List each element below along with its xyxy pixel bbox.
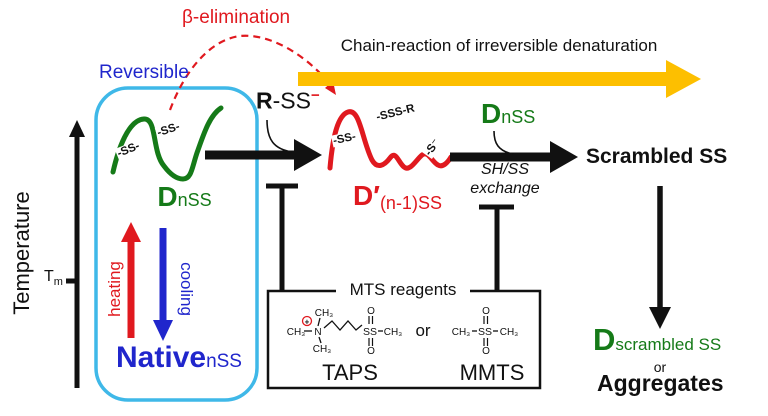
rss-connector-hook	[266, 119, 293, 153]
dprime-label: D′(n-1)SS	[353, 181, 442, 213]
heating-arrowhead-icon	[121, 222, 141, 242]
rss-species-label: R-SS−	[256, 88, 320, 113]
rss-minus: −	[310, 87, 320, 104]
taps-oxygen-bottom: O	[367, 346, 375, 357]
beta-elimination-dashed-arc	[168, 34, 332, 111]
mts-or-label: or	[415, 321, 431, 340]
dnss-sub: nSS	[177, 190, 212, 210]
taps-propyl-chain	[323, 320, 363, 331]
tm-sub: m	[53, 276, 63, 289]
mts-reagents-title: MTS reagents	[336, 281, 470, 299]
dnss2-d: D	[481, 98, 502, 129]
taps-nitrogen: N	[314, 327, 321, 338]
mmts-label: MMTS	[459, 360, 525, 385]
dnss-label: DnSS	[132, 182, 237, 211]
dnss2-sub: nSS	[501, 107, 536, 127]
dnss-connector-hook	[493, 130, 514, 155]
mts-reagents-box-outline	[266, 289, 542, 390]
outcome-arrowhead-icon	[649, 307, 671, 329]
taps-ch3-bottom: CH₃	[313, 344, 332, 355]
taps-bond	[317, 317, 321, 327]
scrambled-ss-label: Scrambled SS	[586, 145, 728, 168]
taps-bond	[318, 336, 322, 344]
rss-r: R	[256, 87, 273, 114]
reaction-arrow-2-head-icon	[550, 141, 578, 173]
chain-reaction-label: Chain-reaction of irreversible denaturat…	[340, 36, 658, 55]
taps-plus-charge: +	[305, 318, 310, 327]
rss-ss: -SS	[272, 87, 311, 114]
mmts-ss-group: SS	[478, 326, 492, 338]
heating-label: heating	[105, 261, 124, 317]
mmts-ch3-left: CH₃	[452, 327, 471, 338]
d-scrambled-label: Dscrambled SS	[593, 322, 722, 357]
tm-main: T	[44, 268, 54, 285]
mmts-oxygen-top: O	[482, 306, 490, 317]
taps-ch3-left: CH₃	[287, 327, 306, 338]
exchange-label: exchange	[470, 180, 540, 197]
taps-ch3-right: CH₃	[384, 327, 403, 338]
dnss2-label: DnSS	[481, 99, 535, 128]
cooling-arrowhead-icon	[153, 320, 173, 341]
chain-reaction-arrowhead-icon	[666, 60, 701, 98]
beta-elimination-label: β-elimination	[182, 7, 291, 28]
native-sub: nSS	[206, 351, 242, 372]
temperature-axis-arrowhead-icon	[69, 120, 85, 137]
dprime-sub: (n-1)SS	[379, 193, 442, 213]
native-main: Native	[116, 341, 207, 374]
aggregates-label: Aggregates	[597, 370, 724, 396]
cooling-label: cooling	[177, 262, 196, 316]
dnss-d: D	[157, 181, 178, 212]
mmts-oxygen-bottom: O	[482, 346, 490, 357]
native-label: NativenSS	[100, 342, 258, 374]
red-protein-squiggle	[327, 109, 454, 171]
mmts-ch3-right: CH₃	[500, 327, 519, 338]
sss-r: R	[404, 102, 416, 117]
dprime-d: D′	[353, 180, 380, 211]
taps-plus-charge-circle-icon	[301, 315, 313, 327]
outcome-or-label: or	[653, 359, 667, 375]
d-scrambled-sub: scrambled SS	[615, 335, 722, 354]
green-protein-squiggle	[110, 105, 224, 182]
temperature-axis-label: Temperature	[9, 191, 34, 315]
tm-label: Tm	[44, 268, 63, 289]
reversible-box-outline	[94, 86, 259, 402]
shss-label: SH/SS	[480, 161, 529, 178]
taps-label: TAPS	[322, 360, 378, 385]
taps-ss-group: SS	[363, 326, 377, 338]
reversible-label: Reversible	[99, 62, 189, 83]
taps-ch3-top: CH₃	[315, 308, 334, 319]
reaction-arrow-1-head-icon	[294, 139, 322, 171]
taps-oxygen-top: O	[367, 306, 375, 317]
d-scrambled-d: D	[593, 322, 616, 357]
